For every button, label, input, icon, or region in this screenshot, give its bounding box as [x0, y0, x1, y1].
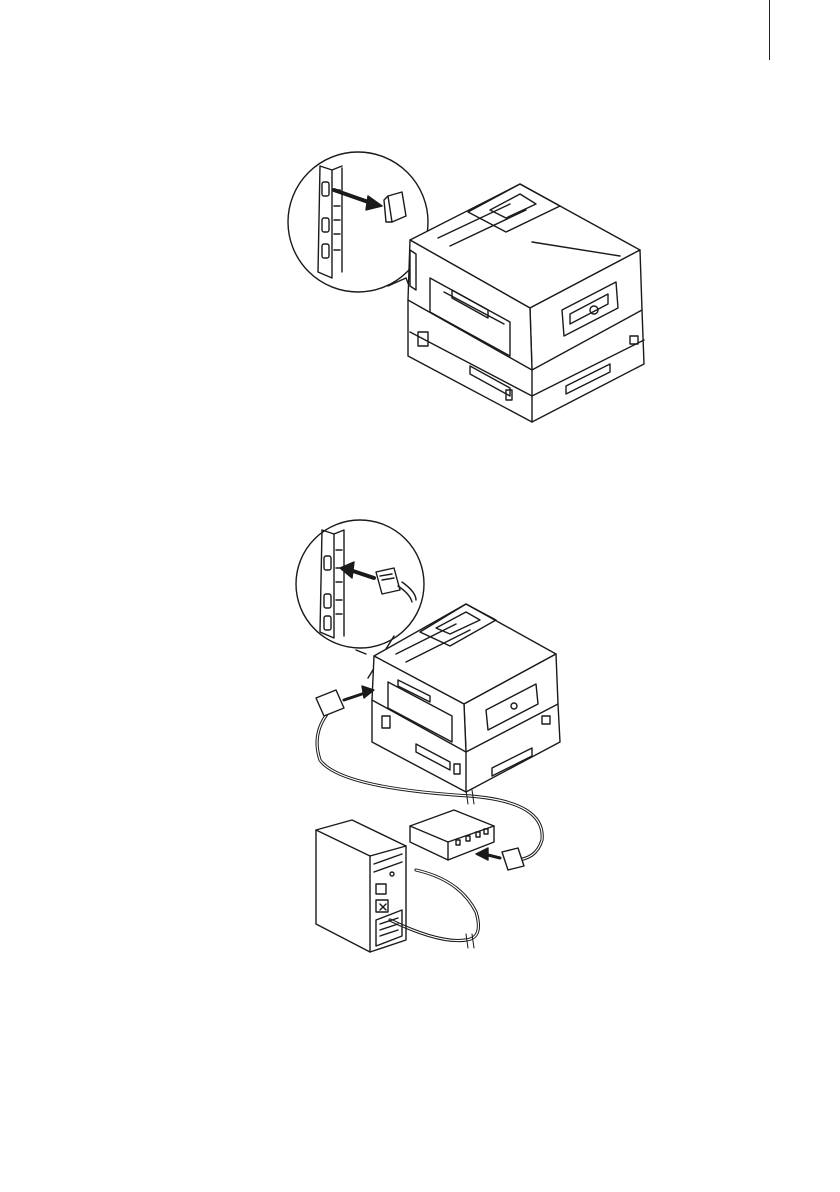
page-edge-rule — [769, 0, 770, 60]
figure-remove-port-cover — [270, 160, 670, 430]
computer-tower — [316, 820, 406, 952]
figure-connect-network-cable — [270, 520, 590, 970]
printer — [408, 184, 644, 422]
cable-plug-hub-end — [476, 848, 524, 870]
cable-plug-printer-end — [316, 686, 374, 716]
